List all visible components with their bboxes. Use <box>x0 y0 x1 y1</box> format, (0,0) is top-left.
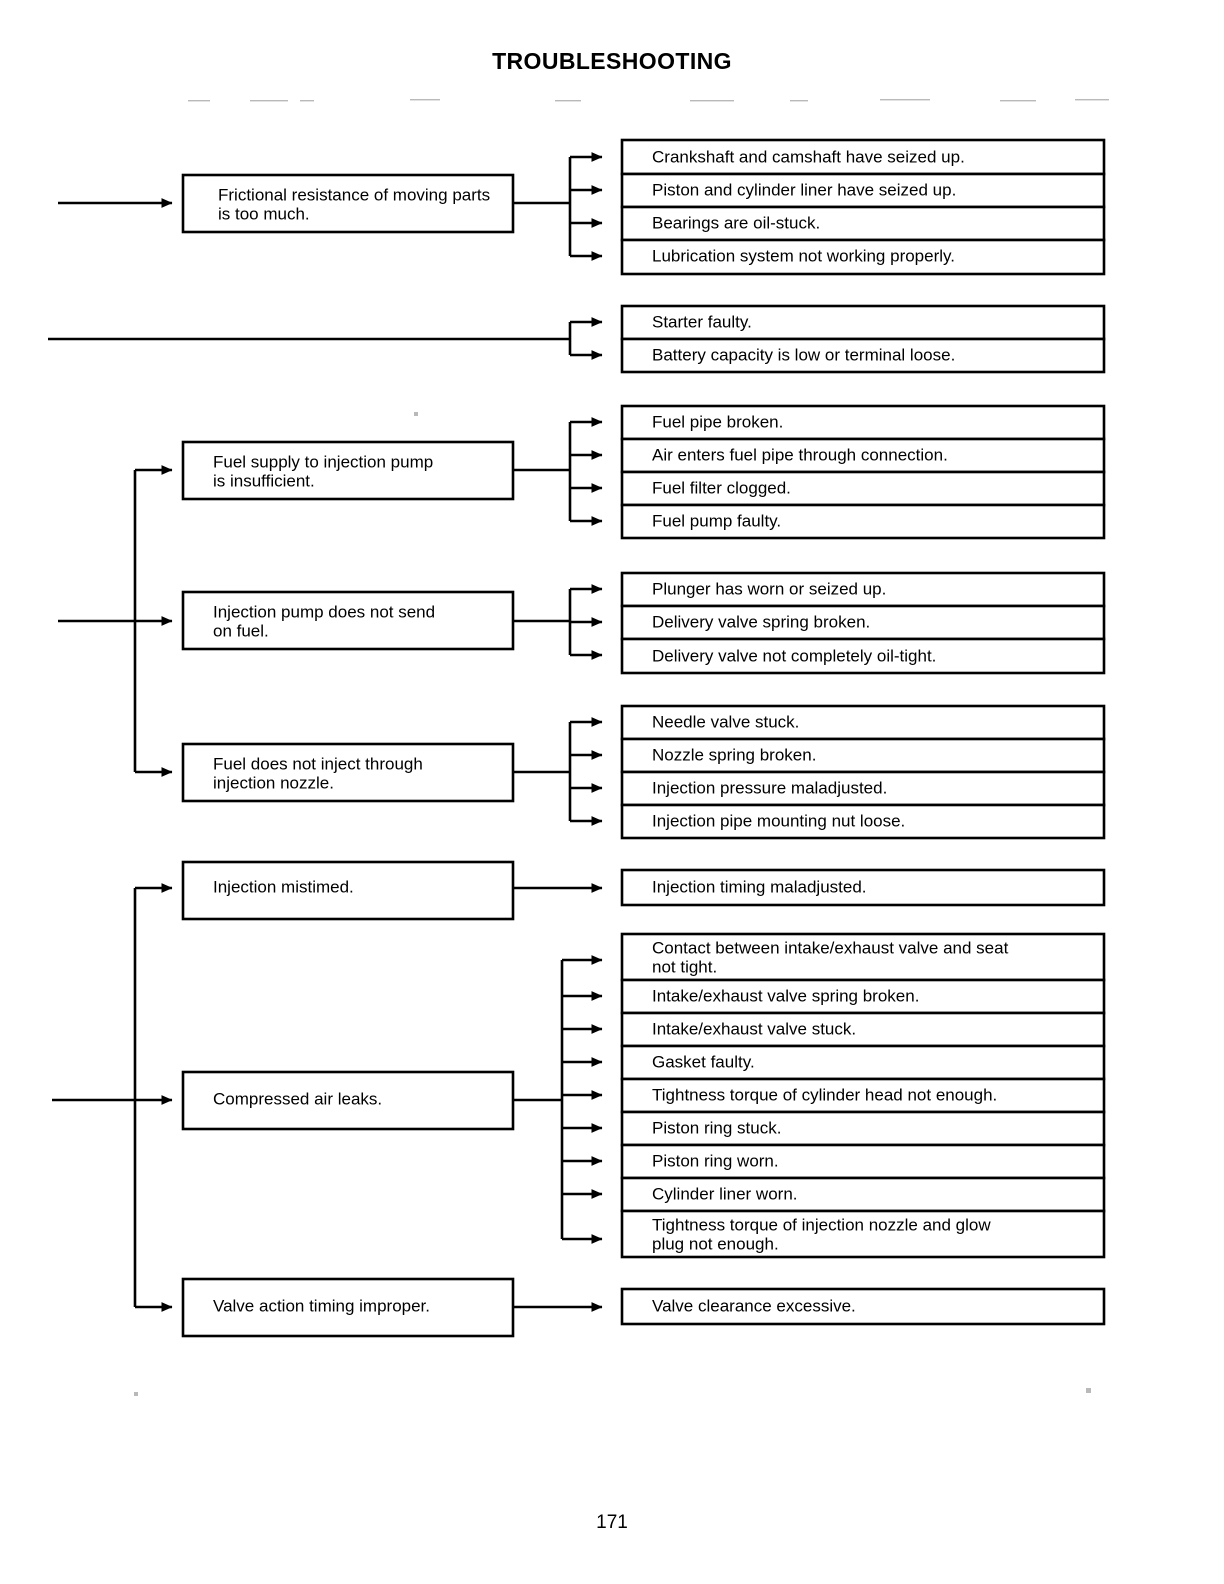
cause-box[interactable] <box>620 1044 1106 1081</box>
symptom-label-line: on fuel. <box>213 621 269 640</box>
cause-label: Battery capacity is low or terminal loos… <box>652 345 955 364</box>
section-starter-battery: Starter faulty. Battery capacity is low … <box>48 304 1106 374</box>
cause-label: Injection timing maladjusted. <box>652 877 867 896</box>
cause-box[interactable] <box>620 1176 1106 1213</box>
cause-box[interactable] <box>620 737 1106 774</box>
cause-label: Plunger has worn or seized up. <box>652 579 886 598</box>
trunk-combustion-group <box>52 883 173 1312</box>
cause-box[interactable] <box>620 503 1106 540</box>
cause-label: Crankshaft and camshaft have seized up. <box>652 147 965 166</box>
cause-box[interactable] <box>620 932 1106 982</box>
section-injection-mistimed: Injection mistimed. Injection timing mal… <box>181 860 1106 921</box>
cause-label: Valve clearance excessive. <box>652 1296 856 1315</box>
cause-label: Piston ring worn. <box>652 1151 779 1170</box>
cause-label: Delivery valve spring broken. <box>652 612 870 631</box>
symptom-box-frictional-resistance[interactable] <box>181 173 515 234</box>
cause-box[interactable] <box>620 1011 1106 1048</box>
symptom-label-line: injection nozzle. <box>213 773 334 792</box>
cause-box[interactable] <box>620 1287 1106 1326</box>
cause-box[interactable] <box>620 868 1106 907</box>
cause-box[interactable] <box>620 770 1106 807</box>
cause-box[interactable] <box>620 404 1106 441</box>
section-injection-pump: Injection pump does not send on fuel. Pl… <box>181 571 1106 675</box>
cause-label: Contact between intake/exhaust valve and… <box>652 938 1009 957</box>
cause-label: Injection pressure maladjusted. <box>652 778 887 797</box>
cause-label: Nozzle spring broken. <box>652 745 816 764</box>
symptom-box-fuel-supply[interactable] <box>181 440 515 501</box>
cause-box[interactable] <box>620 205 1106 242</box>
symptom-label-line: Fuel supply to injection pump <box>213 452 433 471</box>
cause-label: Intake/exhaust valve stuck. <box>652 1019 856 1038</box>
symptom-label-line: is insufficient. <box>213 471 315 490</box>
symptom-label-line: Frictional resistance of moving parts <box>218 185 490 204</box>
symptom-label-line: Compressed air leaks. <box>213 1089 382 1108</box>
section-injection-nozzle: Fuel does not inject through injection n… <box>181 704 1106 840</box>
symptom-box-valve-action-timing[interactable] <box>181 1277 515 1338</box>
symptom-box-injection-mistimed[interactable] <box>181 860 515 921</box>
section-valve-action-timing: Valve action timing improper. Valve clea… <box>181 1277 1106 1338</box>
symptom-label-line: Valve action timing improper. <box>213 1296 430 1315</box>
cause-box[interactable] <box>620 704 1106 741</box>
page-title: TROUBLESHOOTING <box>492 48 732 74</box>
cause-box[interactable] <box>620 571 1106 608</box>
cause-box[interactable] <box>620 437 1106 474</box>
cause-label: Fuel pipe broken. <box>652 412 783 431</box>
cause-label: Tightness torque of cylinder head not en… <box>652 1085 997 1104</box>
cause-box[interactable] <box>620 1077 1106 1114</box>
cause-box[interactable] <box>620 803 1106 840</box>
cause-label: plug not enough. <box>652 1234 779 1253</box>
section-fuel-supply: Fuel supply to injection pump is insuffi… <box>181 404 1106 540</box>
cause-label: Starter faulty. <box>652 312 752 331</box>
cause-box[interactable] <box>620 604 1106 641</box>
cause-label: Fuel pump faulty. <box>652 511 781 530</box>
trunk-fuel-group <box>58 465 173 777</box>
cause-box[interactable] <box>620 470 1106 507</box>
symptom-label-line: Injection pump does not send <box>213 602 435 621</box>
cause-label: Injection pipe mounting nut loose. <box>652 811 905 830</box>
cause-label: Piston ring stuck. <box>652 1118 781 1137</box>
cause-label: Delivery valve not completely oil-tight. <box>652 646 936 665</box>
cause-label: Bearings are oil-stuck. <box>652 213 820 232</box>
page-number: 171 <box>596 1512 628 1533</box>
cause-label: Fuel filter clogged. <box>652 478 791 497</box>
cause-box[interactable] <box>620 1209 1106 1259</box>
cause-box[interactable] <box>620 172 1106 209</box>
cause-box[interactable] <box>620 637 1106 675</box>
cause-label: Lubrication system not working properly. <box>652 246 955 265</box>
cause-label: Intake/exhaust valve spring broken. <box>652 986 919 1005</box>
cause-label: Tightness torque of injection nozzle and… <box>652 1215 991 1234</box>
symptom-box-injection-nozzle[interactable] <box>181 742 515 803</box>
cause-box[interactable] <box>620 337 1106 374</box>
cause-label: Air enters fuel pipe through connection. <box>652 445 948 464</box>
symptom-label-line: is too much. <box>218 204 310 223</box>
cause-label: Needle valve stuck. <box>652 712 799 731</box>
section-frictional-resistance: Crankshaft and camshaft have seized up. … <box>58 138 1106 276</box>
cause-box[interactable] <box>620 238 1106 276</box>
section-compressed-air-leaks: Compressed air leaks. Contact between in… <box>181 932 1106 1259</box>
cause-label: not tight. <box>652 957 717 976</box>
symptom-label-line: Fuel does not inject through <box>213 754 423 773</box>
cause-label: Piston and cylinder liner have seized up… <box>652 180 956 199</box>
cause-label: Gasket faulty. <box>652 1052 755 1071</box>
scan-artifacts <box>134 99 1109 1396</box>
symptom-label-line: Injection mistimed. <box>213 877 354 896</box>
cause-label: Cylinder liner worn. <box>652 1184 798 1203</box>
